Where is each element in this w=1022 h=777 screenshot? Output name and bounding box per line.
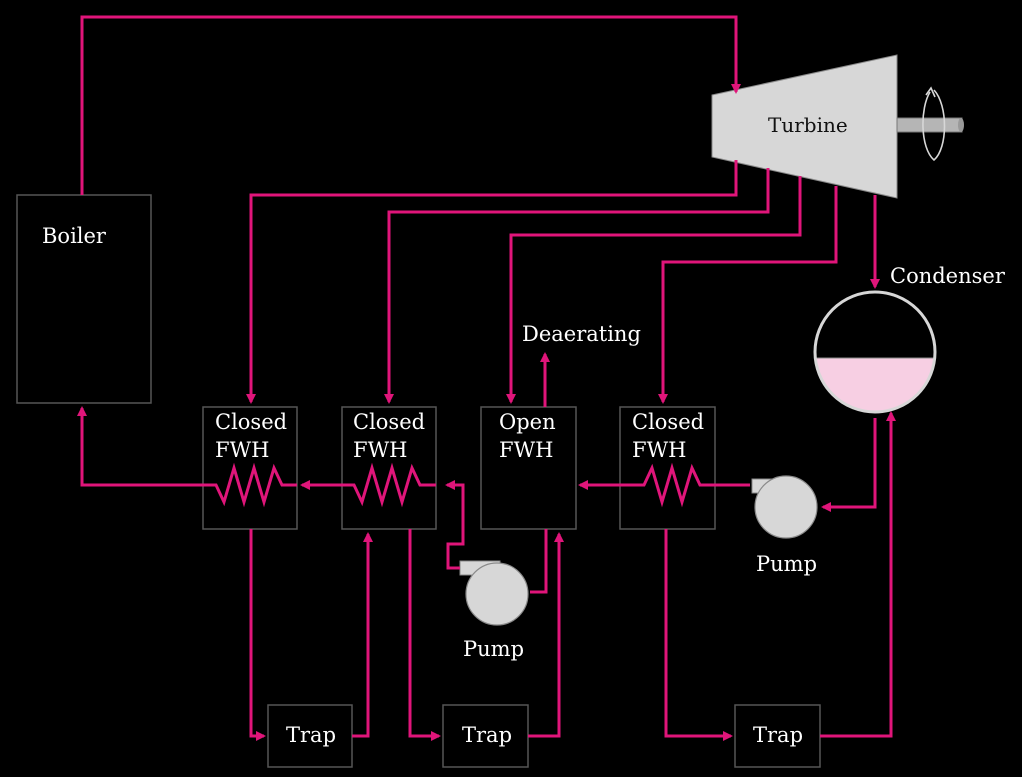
pump-condensate: Pump (751, 475, 818, 576)
condenser-label: Condenser (890, 264, 1006, 288)
condenser-to-pump-line (821, 418, 877, 512)
trap2-to-open-fwh (528, 532, 564, 738)
fwh1-label-line2: FWH (215, 438, 269, 462)
pump-discharge-line (445, 480, 465, 570)
fwh3-label-line2: FWH (499, 438, 553, 462)
fwh2-coil (300, 462, 436, 508)
trap-2: Trap (442, 704, 529, 768)
trap-3: Trap (734, 704, 821, 768)
extraction-line-1 (246, 160, 738, 404)
fwh2-label-line2: FWH (353, 438, 407, 462)
fwh1-drain (249, 529, 266, 741)
fwh4-label-line2: FWH (632, 438, 686, 462)
fwh3-label-line1: Open (499, 410, 556, 434)
turbine-label: Turbine (768, 113, 848, 137)
pump-main-label: Pump (463, 637, 524, 661)
closed-fwh-2: Closed FWH (341, 406, 437, 530)
open-fwh-outlet (530, 529, 548, 594)
fwh4-coil (578, 462, 750, 508)
open-fwh: Open FWH (480, 406, 577, 530)
pump-condensate-label: Pump (756, 552, 817, 576)
boiler-label: Boiler (42, 224, 107, 248)
fwh1-label-line1: Closed (215, 410, 287, 434)
trap-1: Trap (267, 704, 353, 768)
closed-fwh-1: Closed FWH (202, 406, 298, 530)
trap1-label: Trap (286, 723, 336, 747)
extraction-line-2 (384, 168, 770, 404)
fwh2-drain (408, 529, 441, 741)
extraction-line-3 (506, 176, 802, 404)
fwh4-drain (664, 529, 733, 741)
extraction-line-4 (658, 186, 838, 404)
turbine-shaft (896, 117, 964, 133)
circular-arrow-icon (922, 86, 946, 162)
boiler: Boiler (16, 194, 152, 404)
pump-main: Pump (459, 560, 529, 661)
main-steam-line (80, 15, 741, 195)
fwh4-label-line1: Closed (632, 410, 704, 434)
deaerating-label: Deaerating (522, 322, 641, 346)
feedwater-return-line (77, 406, 297, 508)
trap3-to-condenser (820, 411, 896, 738)
piping (77, 15, 896, 741)
trap2-label: Trap (462, 723, 512, 747)
fwh2-label-line1: Closed (353, 410, 425, 434)
condenser (813, 290, 937, 414)
closed-fwh-4: Closed FWH (619, 406, 716, 530)
trap1-to-fwh2 (352, 532, 373, 738)
trap3-label: Trap (753, 723, 803, 747)
turbine: Turbine (711, 54, 898, 199)
